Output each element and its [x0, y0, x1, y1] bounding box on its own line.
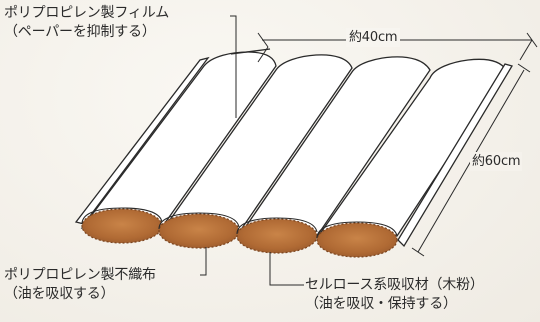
tube-3-top-outline — [236, 217, 318, 235]
absorber-label-line1: セルロース系吸収材（木粉） — [305, 277, 484, 293]
absorber-section-2 — [158, 213, 240, 249]
absorber-label: セルロース系吸収材（木粉） （油を吸収・保持する） — [305, 276, 484, 314]
tube-2 — [158, 54, 353, 235]
film-label-line1: ポリプロピレン製フィルム — [4, 5, 170, 21]
leader-lines — [200, 15, 304, 286]
absorber-section-4 — [316, 222, 398, 258]
tube-front-outlines — [81, 207, 398, 239]
absorber-section-3 — [236, 218, 318, 254]
film-edges — [74, 48, 513, 248]
film-leader — [230, 15, 237, 118]
nonwoven-label: ポリプロピレン製不織布 （油を吸収する） — [4, 266, 156, 304]
absorber-section-1 — [81, 208, 163, 244]
width-tick-left — [257, 32, 269, 48]
right-flap-edge — [397, 63, 513, 248]
absorber-label-line2: （油を吸収・保持する） — [305, 296, 457, 312]
absorber-sections — [81, 208, 398, 258]
nonwoven-leader — [200, 247, 207, 276]
length-tick-top — [517, 63, 531, 73]
nonwoven-label-line1: ポリプロピレン製不織布 — [4, 267, 156, 283]
film-body — [80, 51, 507, 239]
nonwoven-label-line2: （油を吸収する） — [4, 286, 115, 302]
absorber-leader — [269, 252, 304, 286]
film-label-line2: （ペーパーを抑制する） — [4, 24, 156, 40]
width-ext-right — [519, 39, 533, 61]
tube-1-top-outline — [81, 207, 163, 225]
tube-4-top-outline — [316, 221, 398, 239]
tube-3 — [236, 56, 431, 239]
width-label: 約40cm — [346, 28, 401, 47]
length-label: 約60cm — [470, 152, 523, 171]
length-tick-bottom — [411, 247, 425, 257]
width-ext-left — [257, 46, 269, 63]
film-label: ポリプロピレン製フィルム （ペーパーを抑制する） — [4, 4, 169, 42]
left-flap-edge — [74, 56, 210, 225]
film-label-pointer-top — [230, 48, 271, 55]
tube-2-top-outline — [158, 212, 240, 230]
